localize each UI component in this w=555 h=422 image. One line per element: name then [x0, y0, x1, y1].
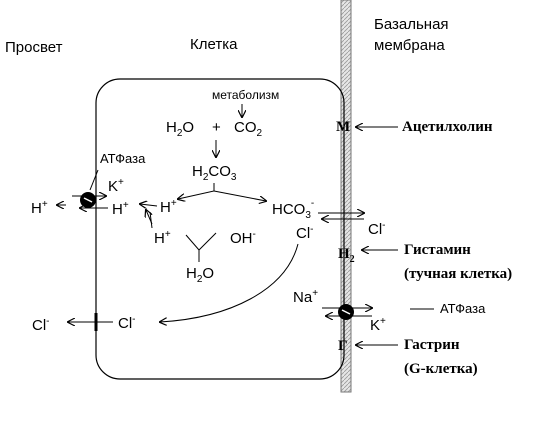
cl-minus-basal: Cl- — [368, 220, 386, 238]
atpase-apical-pointer — [89, 169, 99, 191]
k-plus-basal: K+ — [370, 316, 386, 334]
cl-minus-lumen: Cl- — [32, 316, 50, 334]
na-plus-label: Na+ — [293, 288, 318, 306]
to-hco3-arrow — [213, 190, 266, 201]
k-plus-apical: K+ — [108, 177, 124, 195]
cl-transport-curve — [160, 243, 299, 322]
histamine-label: Гистамин — [404, 242, 471, 258]
cl-minus-inner: Cl- — [296, 224, 314, 242]
atpase-apical-label: АТФаза — [100, 151, 146, 166]
basal-membrane — [340, 0, 352, 393]
h2o-reactant: H2O — [166, 119, 194, 139]
cell-label: Клетка — [190, 36, 238, 53]
h2o-low-label: H2O — [186, 265, 214, 285]
plus-sign: + — [212, 119, 221, 136]
basal-atpase-mark — [341, 309, 351, 315]
gastrin-label: Гастрин — [404, 337, 460, 353]
receptor-m: M — [336, 119, 350, 135]
lumen-label: Просвет — [5, 39, 63, 56]
co2-reactant: CO2 — [234, 119, 263, 139]
receptor-g: Г — [338, 338, 348, 354]
water-dissociation-lines — [185, 232, 217, 251]
atpase-basal-label: АТФаза — [440, 301, 486, 316]
h-plus-branch-arrow — [146, 210, 153, 225]
to-h-plus-arrow — [178, 183, 215, 199]
oh-minus-label: OH- — [230, 229, 256, 247]
metabolism-label: метаболизм — [212, 88, 279, 102]
basal-membrane-label-2: мембрана — [374, 37, 445, 54]
basal-membrane-label-1: Базальная — [374, 16, 449, 33]
hco3-label: HCO3- — [272, 198, 314, 221]
h-plus-mid: H+ — [160, 198, 177, 216]
cl-minus-cell: Cl- — [118, 314, 136, 332]
h-plus-to-pump-arrow — [140, 204, 158, 206]
acetylcholine-label: Ацетилхолин — [402, 119, 493, 135]
h-plus-lumen: H+ — [31, 199, 48, 217]
h-plus-pump: H+ — [112, 200, 129, 218]
h-plus-low: H+ — [154, 229, 171, 247]
h2co3-label: H2CO3 — [192, 163, 237, 183]
g-cell-label: (G-клетка) — [404, 361, 478, 377]
cell-outline — [95, 78, 345, 380]
apical-atpase-mark — [83, 197, 93, 203]
mast-cell-label: (тучная клетка) — [404, 266, 512, 282]
